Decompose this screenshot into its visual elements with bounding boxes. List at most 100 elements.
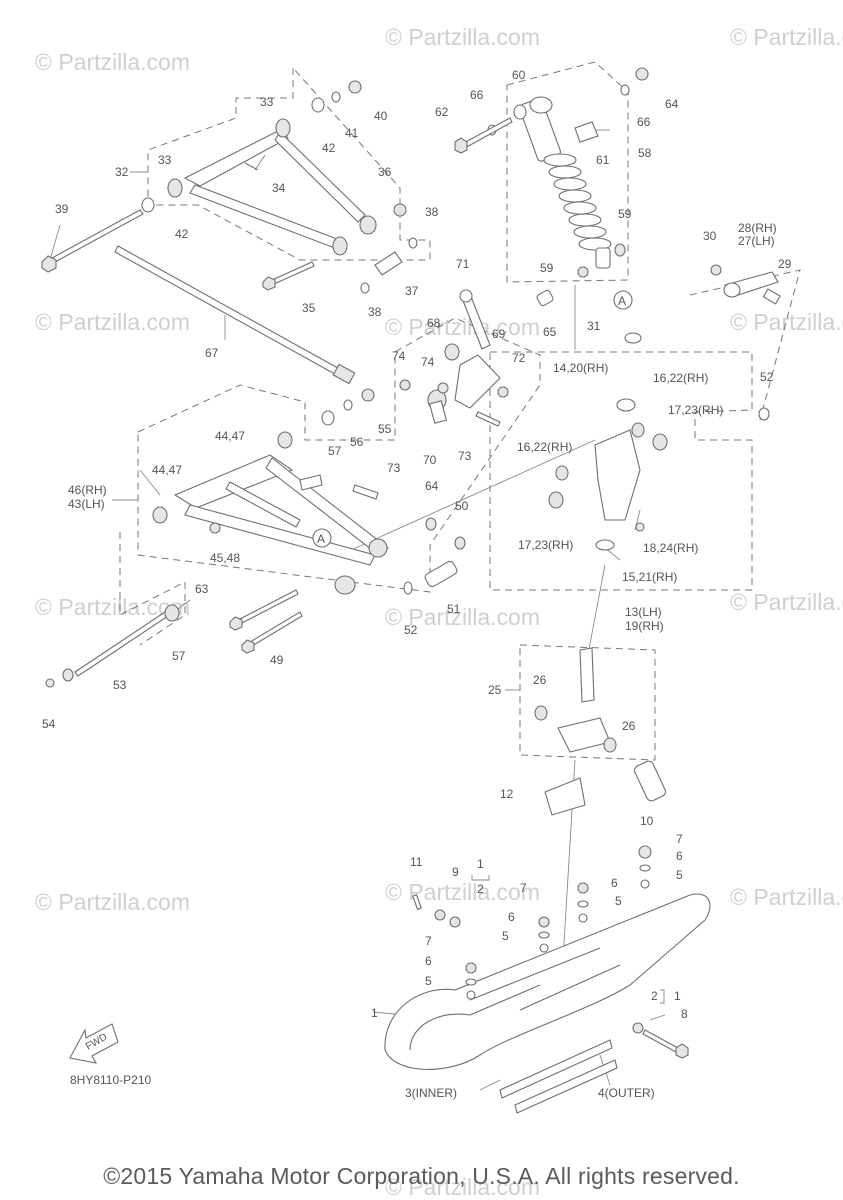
watermark-text: © Partzilla.com [385,314,540,340]
callout-51: 51 [447,602,461,616]
callout-68: 68 [427,316,441,330]
callout-33: 33 [260,95,274,109]
callout-4-outer: 4(OUTER) [598,1086,655,1100]
callout-7: 7 [520,881,527,895]
watermark-text: © Partzilla.com [730,884,843,910]
ref-marker-a [613,290,633,310]
callout-56: 56 [350,435,364,449]
callout-28: 28(RH) [738,221,777,235]
lower-hardware [45,517,466,688]
callout-58: 58 [638,146,652,160]
ref-marker-a-2 [312,528,332,548]
callout-33: 33 [158,153,172,167]
callout-64: 64 [665,97,679,111]
shock-absorber: A [454,67,649,310]
callout-brackets [112,171,665,1004]
callout-2: 2 [651,989,658,1003]
watermark-text: © Partzilla.com [730,309,843,335]
ref-marker-a-2-label: A [317,532,325,546]
callout-32: 32 [115,165,129,179]
ski [384,845,711,1114]
callout-73: 73 [387,461,401,475]
lower-a-arm: A [152,388,389,595]
watermark-text: © Partzilla.com [730,589,843,615]
long-bolts [41,209,356,385]
callout-64: 64 [425,479,439,493]
callout-30: 30 [703,229,717,243]
callout-42: 42 [322,141,336,155]
callout-12: 12 [500,787,514,801]
watermark-text: © Partzilla.com [385,1174,540,1200]
callout-44-47: 44,47 [215,429,245,443]
callout-31: 31 [587,319,601,333]
callout-72: 72 [512,351,526,365]
callout-44-47: 44,47 [152,463,182,477]
callout-45-48: 45,48 [210,551,240,565]
boundary-25 [519,644,656,761]
callout-5: 5 [502,929,509,943]
callout-7: 7 [676,832,683,846]
callout-62: 62 [435,105,449,119]
boundary-53 [119,532,186,646]
callout-57: 57 [328,444,342,458]
callout-67: 67 [205,346,219,360]
callout-6: 6 [425,954,432,968]
callout-1: 1 [477,857,484,871]
watermark-text: © Partzilla.com [35,309,190,335]
callout-55: 55 [378,422,392,436]
callout-labels: 33 40 41 42 33 32 34 36 39 38 42 37 35 3… [42,68,792,1100]
callout-49: 49 [270,653,284,667]
callout-16-22: 16,22(RH) [517,440,572,454]
callout-50: 50 [455,499,469,513]
callout-38: 38 [368,305,382,319]
callout-1: 1 [371,1006,378,1020]
callout-15-21: 15,21(RH) [622,570,677,584]
callout-6: 6 [611,876,618,890]
callout-40: 40 [374,109,388,123]
group-boundaries [119,61,801,761]
callout-39: 39 [55,202,69,216]
callout-1: 1 [674,989,681,1003]
callout-2: 2 [477,882,484,896]
callout-42: 42 [175,227,189,241]
watermark-text: © Partzilla.com [385,24,540,50]
callout-43: 43(LH) [68,497,105,511]
callout-52: 52 [760,370,774,384]
callout-38: 38 [425,205,439,219]
callout-5: 5 [615,894,622,908]
callout-18-24: 18,24(RH) [643,541,698,555]
callout-34: 34 [272,181,286,195]
figure-code: 8HY8110-P210 [70,1073,152,1087]
callout-26: 26 [622,719,636,733]
ref-marker-a-label: A [618,294,626,308]
callout-70: 70 [423,453,437,467]
callout-6: 6 [676,849,683,863]
callout-65: 65 [543,325,557,339]
callout-7: 7 [425,934,432,948]
boundary-32 [147,67,431,261]
callout-71: 71 [456,257,470,271]
callout-27: 27(LH) [738,234,775,248]
callout-17-23: 17,23(RH) [668,403,723,417]
callout-66: 66 [470,88,484,102]
callout-63: 63 [195,582,209,596]
callout-16-22: 16,22(RH) [653,371,708,385]
callout-5: 5 [676,868,683,882]
callout-9: 9 [452,865,459,879]
callout-74: 74 [421,355,435,369]
boundary-58 [506,61,629,283]
callout-6: 6 [508,910,515,924]
callout-46: 46(RH) [68,483,107,497]
watermark-text: © Partzilla.com [385,879,540,905]
callout-29: 29 [778,257,792,271]
callout-41: 41 [345,126,359,140]
callout-17-23: 17,23(RH) [518,538,573,552]
callout-69: 69 [492,327,506,341]
callout-61: 61 [596,153,610,167]
watermarks: © Partzilla.com © Partzilla.com © Partzi… [35,24,843,1200]
watermark-text: © Partzilla.com [35,889,190,915]
boundary-46 [137,317,541,593]
callout-37: 37 [405,284,419,298]
callout-26: 26 [533,673,547,687]
